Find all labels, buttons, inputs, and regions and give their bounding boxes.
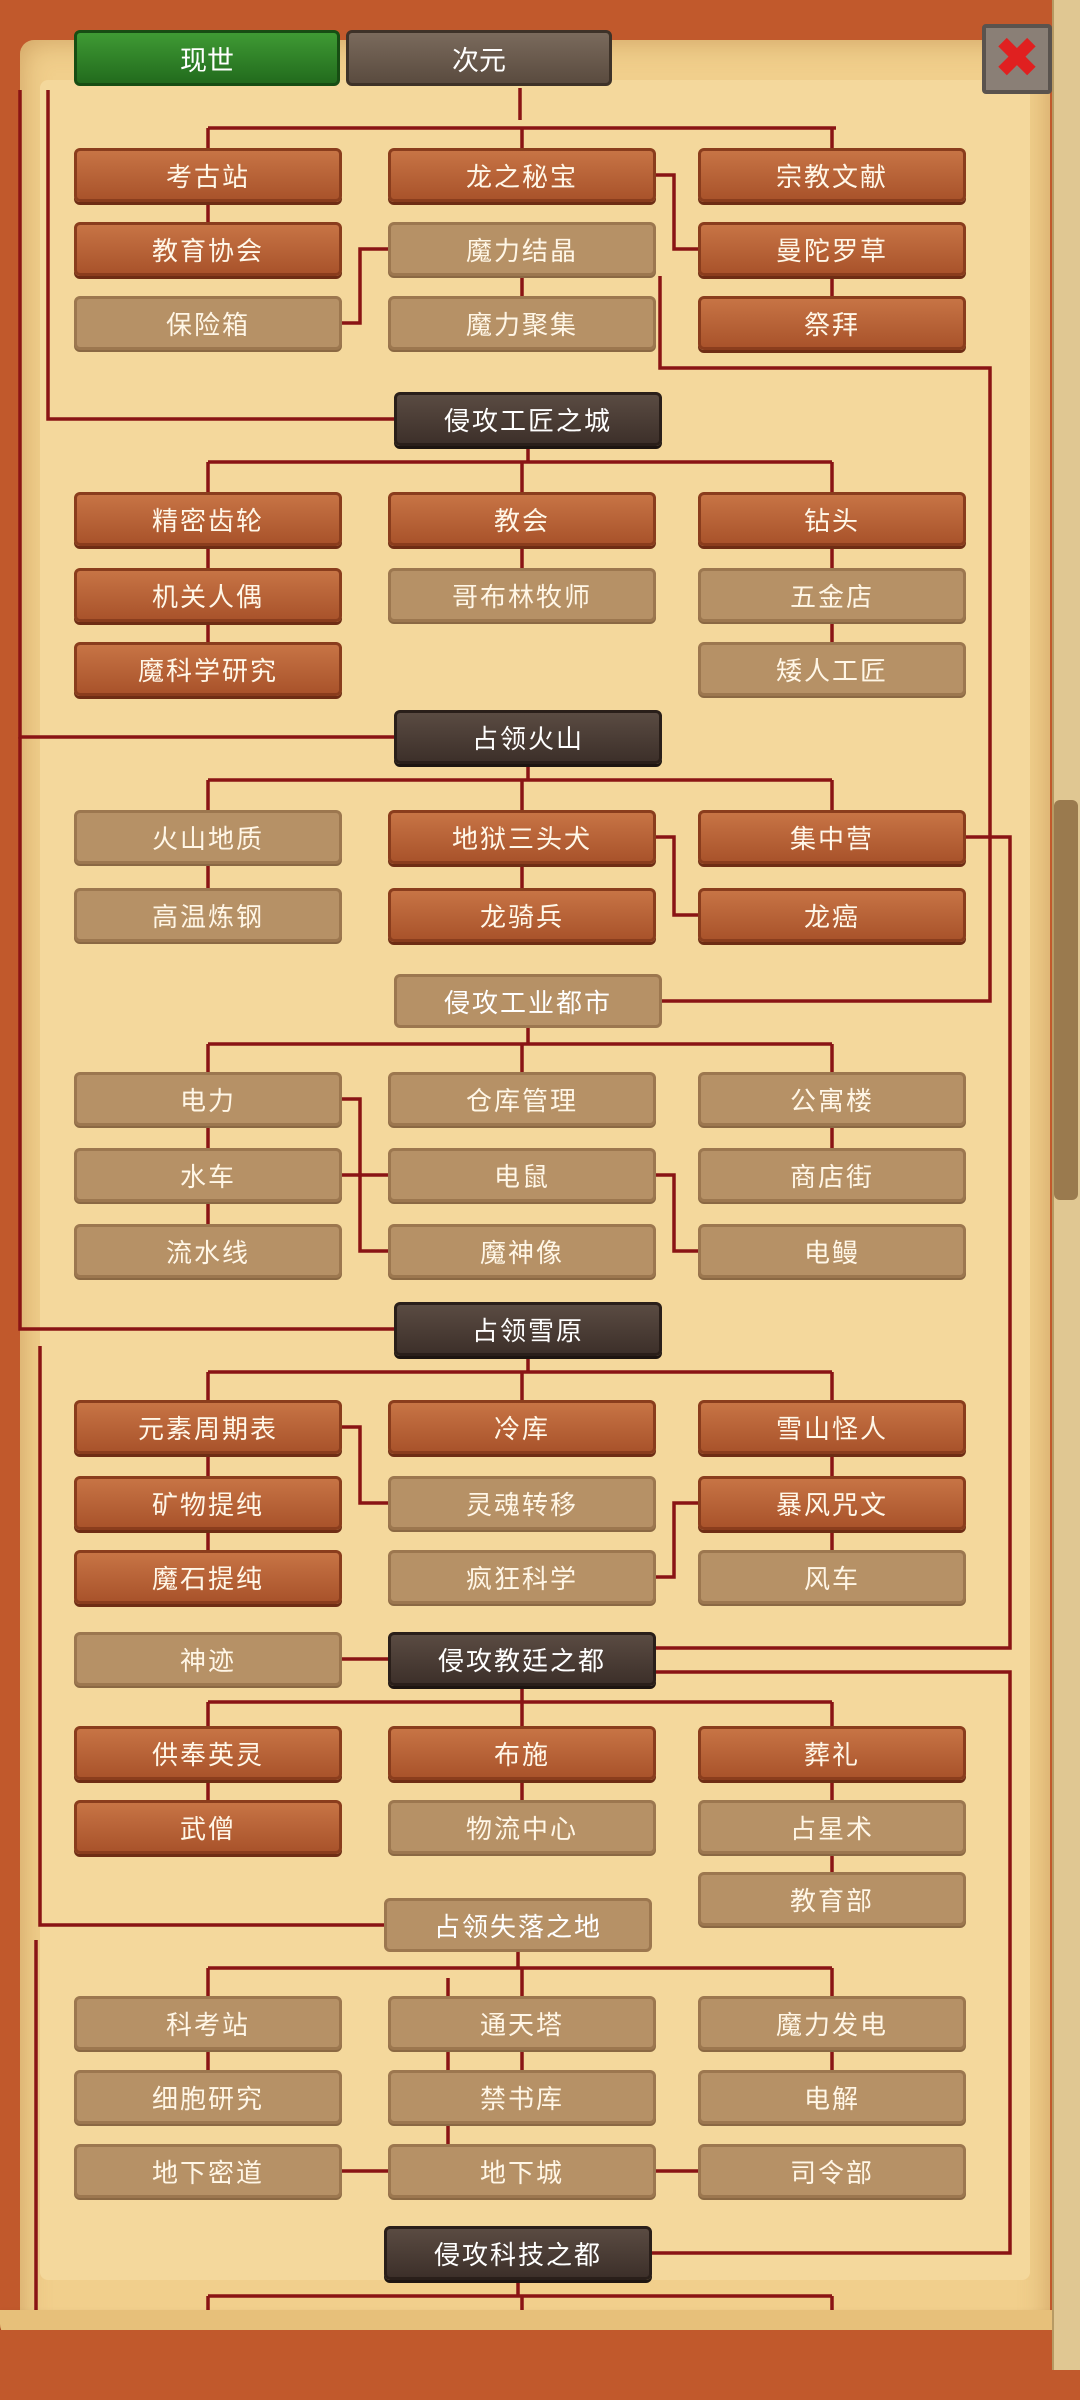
tech-node-n19[interactable]: 地狱三头犬: [388, 810, 656, 864]
connector-line-7: [342, 247, 388, 325]
tech-node-n12[interactable]: 钻头: [698, 492, 966, 546]
connector-line-78: [18, 737, 394, 1331]
tab-other-dimension[interactable]: 次元: [346, 30, 612, 86]
tech-node-n2[interactable]: 龙之秘宝: [388, 148, 656, 202]
connector-line-6: [656, 173, 698, 251]
tech-node-n15[interactable]: 五金店: [698, 568, 966, 622]
tech-node-n13[interactable]: 机关人偶: [74, 568, 342, 622]
tech-node-h1[interactable]: 侵攻工匠之城: [394, 392, 662, 446]
tech-node-n30[interactable]: 流水线: [74, 1224, 342, 1278]
tech-node-n37[interactable]: 灵魂转移: [388, 1476, 656, 1530]
tech-node-n42[interactable]: 神迹: [74, 1632, 342, 1686]
scrollbar-thumb[interactable]: [1054, 800, 1078, 1200]
tech-node-h2[interactable]: 占领火山: [394, 710, 662, 764]
connector-line-79: [658, 276, 992, 1003]
tech-node-n24[interactable]: 电力: [74, 1072, 342, 1126]
tech-node-n21[interactable]: 高温炼钢: [74, 888, 342, 942]
connector-line-77: [46, 90, 394, 421]
tech-node-n14[interactable]: 哥布林牧师: [388, 568, 656, 622]
connector-line-35: [342, 1097, 388, 1177]
tech-node-n18[interactable]: 火山地质: [74, 810, 342, 864]
tech-node-n58[interactable]: 司令部: [698, 2144, 966, 2198]
tech-node-n47[interactable]: 物流中心: [388, 1800, 656, 1854]
tech-node-n39[interactable]: 魔石提纯: [74, 1550, 342, 1604]
tech-node-n50[interactable]: 科考站: [74, 1996, 342, 2050]
tab-present[interactable]: 现世: [74, 30, 340, 86]
connector-line-38: [656, 1173, 698, 1253]
tech-node-n27[interactable]: 水车: [74, 1148, 342, 1202]
tech-node-n49[interactable]: 教育部: [698, 1872, 966, 1926]
tech-node-n20[interactable]: 集中营: [698, 810, 966, 864]
tech-node-n23[interactable]: 龙癌: [698, 888, 966, 942]
tech-node-n45[interactable]: 葬礼: [698, 1726, 966, 1780]
tech-node-n6[interactable]: 曼陀罗草: [698, 222, 966, 276]
tech-node-n10[interactable]: 精密齿轮: [74, 492, 342, 546]
connector-line-36: [342, 1173, 388, 1253]
tech-node-n35[interactable]: 雪山怪人: [698, 1400, 966, 1454]
connector-line-81: [38, 1346, 384, 1927]
tech-node-n40[interactable]: 疯狂科学: [388, 1550, 656, 1604]
tech-node-n41[interactable]: 风车: [698, 1550, 966, 1604]
tech-node-n17[interactable]: 矮人工匠: [698, 642, 966, 696]
tech-node-n36[interactable]: 矿物提纯: [74, 1476, 342, 1530]
connector-line-27: [656, 835, 698, 917]
close-x-icon: ✖: [993, 26, 1041, 91]
tech-node-n7[interactable]: 保险箱: [74, 296, 342, 350]
tech-node-n54[interactable]: 禁书库: [388, 2070, 656, 2124]
connector-line-80: [656, 835, 1012, 1650]
tech-node-h6[interactable]: 占领失落之地: [384, 1898, 652, 1952]
tech-node-n8[interactable]: 魔力聚集: [388, 296, 656, 350]
tech-node-h3[interactable]: 侵攻工业都市: [394, 974, 662, 1028]
tech-node-n53[interactable]: 细胞研究: [74, 2070, 342, 2124]
tech-node-n4[interactable]: 教育协会: [74, 222, 342, 276]
tech-node-n48[interactable]: 占星术: [698, 1800, 966, 1854]
tech-node-n57[interactable]: 地下城: [388, 2144, 656, 2198]
tech-node-h5[interactable]: 侵攻教廷之都: [388, 1632, 656, 1686]
tech-node-n5[interactable]: 魔力结晶: [388, 222, 656, 276]
tech-node-n55[interactable]: 电解: [698, 2070, 966, 2124]
tech-node-n56[interactable]: 地下密道: [74, 2144, 342, 2198]
tech-node-n46[interactable]: 武僧: [74, 1800, 342, 1854]
tech-node-n28[interactable]: 电鼠: [388, 1148, 656, 1202]
tech-node-n52[interactable]: 魔力发电: [698, 1996, 966, 2050]
tech-node-n34[interactable]: 冷库: [388, 1400, 656, 1454]
tech-node-h4[interactable]: 占领雪原: [394, 1302, 662, 1356]
connector-line-46: [342, 1425, 388, 1505]
tech-node-n51[interactable]: 通天塔: [388, 1996, 656, 2050]
tech-node-n38[interactable]: 暴风咒文: [698, 1476, 966, 1530]
tech-node-n22[interactable]: 龙骑兵: [388, 888, 656, 942]
tech-node-n3[interactable]: 宗教文献: [698, 148, 966, 202]
connector-line-82: [652, 1670, 1012, 2255]
tech-node-n25[interactable]: 仓库管理: [388, 1072, 656, 1126]
close-button[interactable]: ✖: [982, 24, 1052, 94]
tech-node-n43[interactable]: 供奉英灵: [74, 1726, 342, 1780]
tech-node-n26[interactable]: 公寓楼: [698, 1072, 966, 1126]
tech-node-n33[interactable]: 元素周期表: [74, 1400, 342, 1454]
connector-line-49: [656, 1501, 698, 1579]
tech-node-n1[interactable]: 考古站: [74, 148, 342, 202]
tech-node-n9[interactable]: 祭拜: [698, 296, 966, 350]
tech-node-n16[interactable]: 魔科学研究: [74, 642, 342, 696]
tech-node-n32[interactable]: 电鳗: [698, 1224, 966, 1278]
left-border: [0, 0, 22, 2400]
tech-node-h7[interactable]: 侵攻科技之都: [384, 2226, 652, 2280]
tech-node-n44[interactable]: 布施: [388, 1726, 656, 1780]
tech-node-n11[interactable]: 教会: [388, 492, 656, 546]
tech-node-n31[interactable]: 魔神像: [388, 1224, 656, 1278]
tech-node-n29[interactable]: 商店街: [698, 1148, 966, 1202]
bottom-border: [0, 2330, 1080, 2400]
